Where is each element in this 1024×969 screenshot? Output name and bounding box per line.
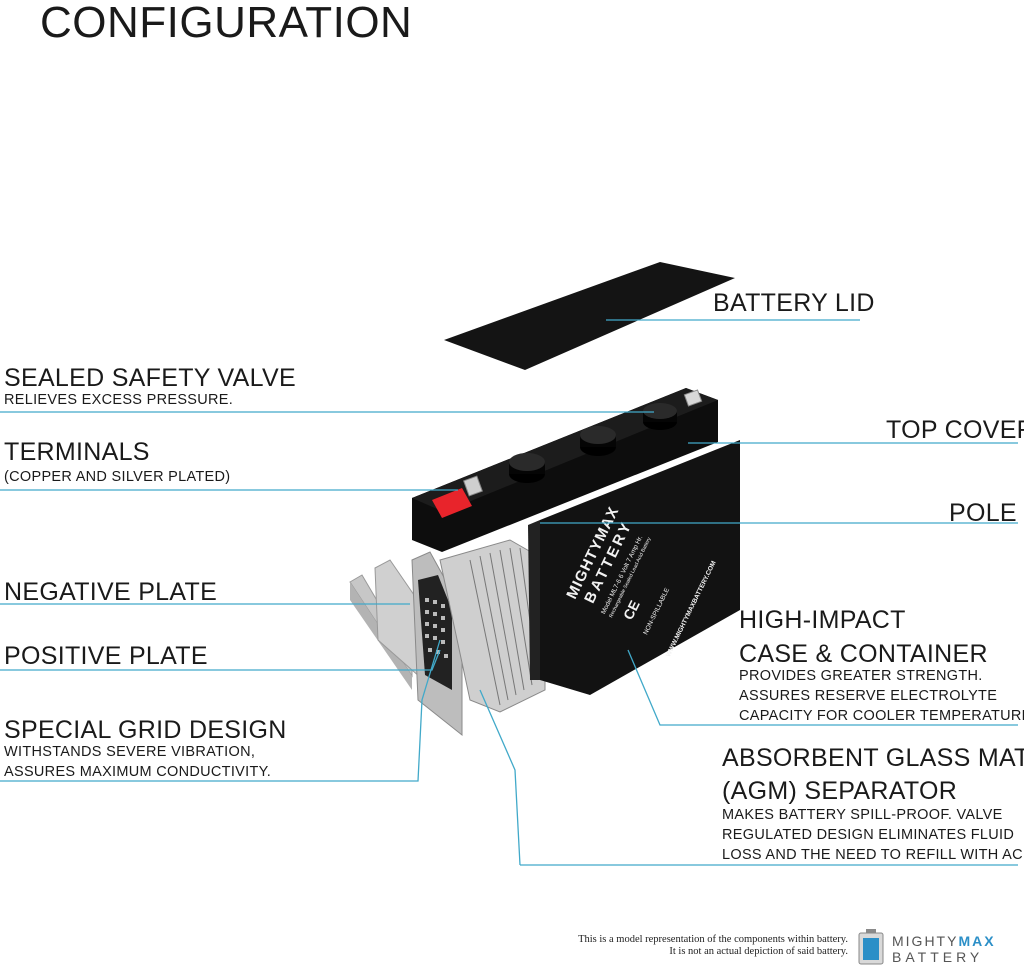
label-case-container: CASE & CONTAINER <box>739 640 988 668</box>
label-sealed-safety-valve: SEALED SAFETY VALVE <box>4 364 296 392</box>
battery-case <box>540 440 740 695</box>
positive-terminal-cover <box>432 488 472 518</box>
disclaimer-line-1: This is a model representation of the co… <box>578 934 848 945</box>
label-grid-desc-1: WITHSTANDS SEVERE VIBRATION, <box>4 744 256 760</box>
battery-lid <box>444 262 735 370</box>
disclaimer: This is a model representation of the co… <box>578 934 848 958</box>
leader-lines <box>0 319 1018 866</box>
logo-battery: BATTERY <box>892 949 984 965</box>
disclaimer-line-2: It is not an actual depiction of said ba… <box>669 946 848 957</box>
label-agm-desc-3: LOSS AND THE NEED TO REFILL WITH ACID. <box>722 847 1024 863</box>
brand-logo: MIGHTYMAX BATTERY <box>892 933 996 965</box>
label-agm-desc-2: REGULATED DESIGN ELIMINATES FLUID <box>722 827 1015 843</box>
label-special-grid-design: SPECIAL GRID DESIGN <box>4 716 287 744</box>
label-battery-lid: BATTERY LID <box>713 289 875 317</box>
label-negative-plate: NEGATIVE PLATE <box>4 578 218 606</box>
label-case-desc-3: CAPACITY FOR COOLER TEMPERATURES. <box>739 708 1024 724</box>
label-terminals: TERMINALS <box>4 438 150 466</box>
battery-logo-icon <box>858 929 884 965</box>
ce-mark: CE <box>620 598 643 622</box>
label-positive-plate: POSITIVE PLATE <box>4 642 208 670</box>
label-terminals-desc: (COPPER AND SILVER PLATED) <box>4 469 231 485</box>
label-pole: POLE <box>949 499 1017 527</box>
page-title: CONFIGURATION <box>40 0 413 47</box>
logo-mighty: MIGHTY <box>892 933 959 949</box>
agm-separator-stack <box>439 539 546 713</box>
label-agm-separator: (AGM) SEPARATOR <box>722 777 958 805</box>
label-case-desc-2: ASSURES RESERVE ELECTROLYTE <box>739 688 998 704</box>
label-agm-desc-1: MAKES BATTERY SPILL-PROOF. VALVE <box>722 807 1003 823</box>
logo-max: MAX <box>958 933 996 949</box>
label-top-cover: TOP COVER <box>886 416 1024 444</box>
label-case-desc-1: PROVIDES GREATER STRENGTH. <box>739 668 983 684</box>
label-absorbent-glass-mat: ABSORBENT GLASS MAT <box>722 744 1024 772</box>
label-sealed-safety-valve-desc: RELIEVES EXCESS PRESSURE. <box>4 392 234 408</box>
label-grid-desc-2: ASSURES MAXIMUM CONDUCTIVITY. <box>4 764 272 780</box>
label-high-impact: HIGH-IMPACT <box>739 606 906 634</box>
